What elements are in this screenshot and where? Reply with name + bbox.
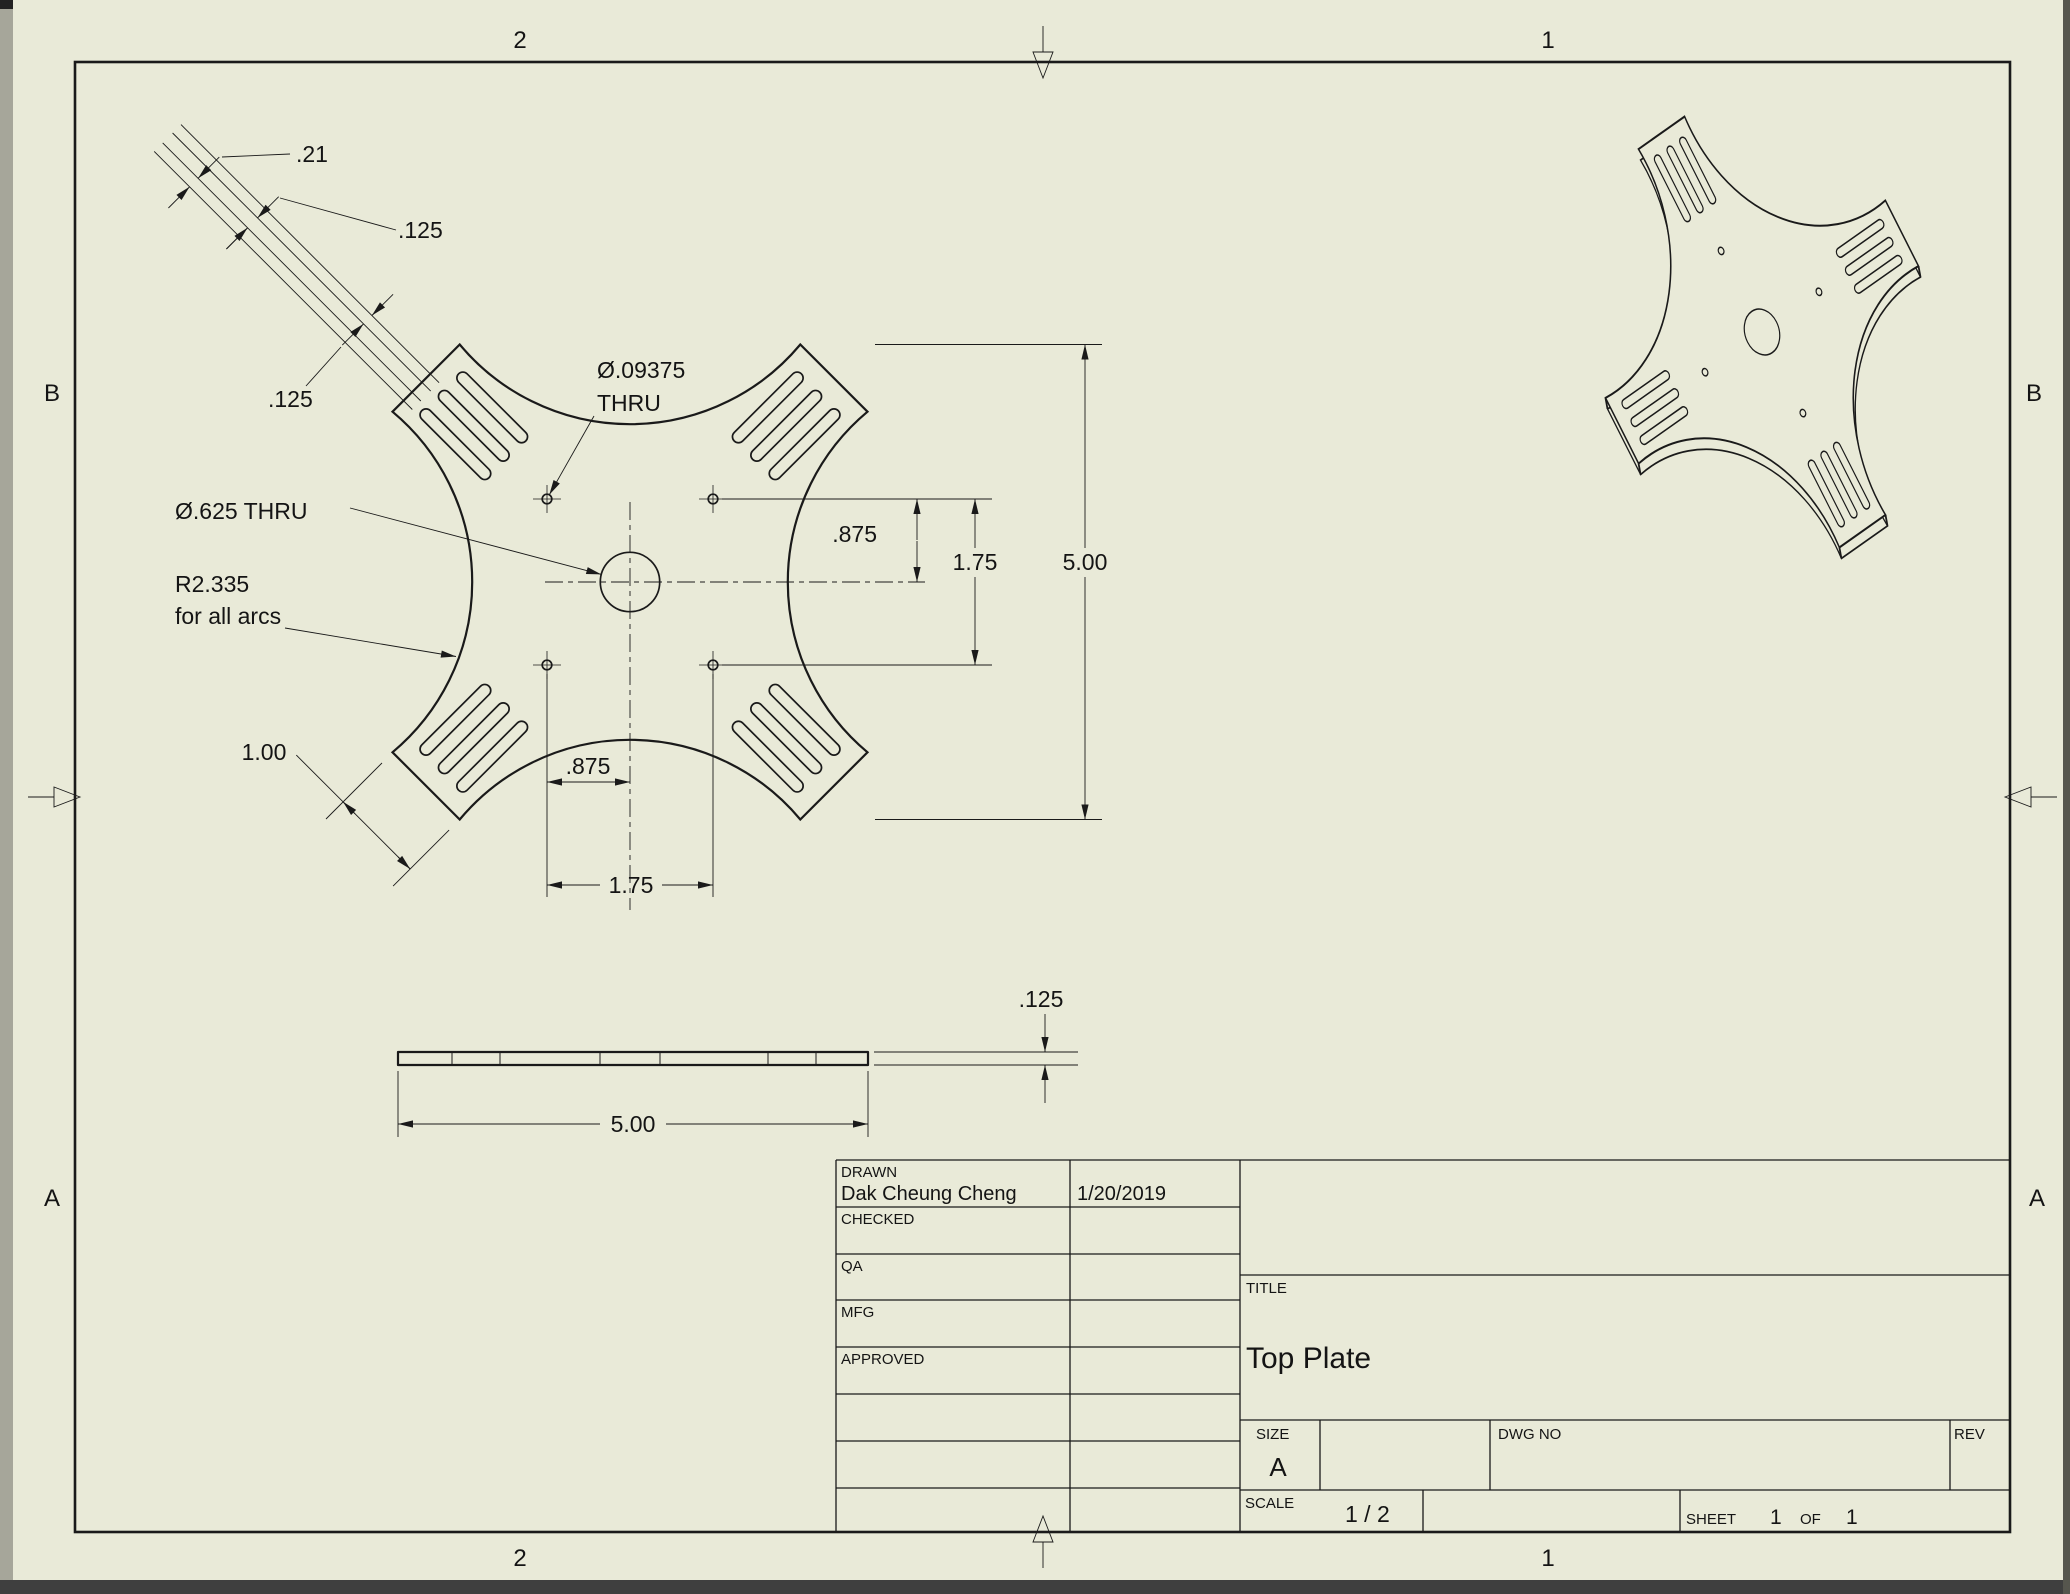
dim-slot-gap-1: .125 [398,217,443,243]
thickness-edge [1884,514,1889,527]
front-view-dimensions: .21 .125 .125 Ø.09375 THRU Ø.625 THRU R2… [153,124,1108,898]
center-mark-arrow-icon [2003,786,2032,808]
zone-label-bottom-2: 2 [513,1545,526,1572]
titleblock-scale-value: 1 / 2 [1345,1501,1390,1527]
titleblock-size-label: SIZE [1256,1426,1289,1443]
front-view [391,343,925,910]
zone-label-top-1: 1 [1541,27,1554,54]
dim-side-thickness: .125 [1019,986,1064,1012]
leader-line [305,346,342,387]
zone-label-bottom-1: 1 [1541,1545,1554,1572]
titleblock-drawn-date: 1/20/2019 [1077,1183,1166,1205]
zone-label-right-b: B [2026,380,2042,407]
extension-line [153,151,413,410]
dim-center-hole: Ø.625 THRU [175,498,308,524]
arrowhead [341,323,364,346]
dim-tip-face: 1.00 [242,739,287,765]
dim-arc-radius: R2.335 [175,571,249,597]
arrowhead [397,855,411,870]
titleblock-sheet-total: 1 [1846,1506,1858,1529]
extension-line [180,124,440,384]
extension-line [325,762,383,820]
center-mark-top [1032,26,1054,80]
titleblock-drawn-label: DRAWN [841,1164,897,1181]
center-mark-arrow-icon [1032,1514,1054,1543]
thickness-edge [1838,547,1843,559]
titleblock-drawn-name: Dak Cheung Cheng [841,1183,1017,1205]
arrowhead [197,156,220,179]
titleblock-title-label: TITLE [1246,1280,1287,1297]
titleblock-of-label: OF [1800,1511,1821,1528]
center-mark-arrow-icon [53,786,82,808]
zone-label-right-a: A [2029,1185,2045,1212]
dim-side-width: 5.00 [611,1111,656,1137]
zone-label-left-b: B [44,380,60,407]
titleblock-title: Top Plate [1246,1342,1371,1375]
arrowhead [168,186,190,209]
arrowhead [226,227,248,250]
isometric-view [1598,99,1928,576]
extension-line [392,829,450,887]
thickness-edge [1917,265,1922,278]
center-mark-bottom [1032,1514,1054,1568]
titleblock-mfg-label: MFG [841,1304,874,1321]
titleblock-qa-label: QA [841,1258,863,1275]
dim-overall-height: 5.00 [1063,549,1108,575]
dim-hole-pitch-y: 1.75 [953,549,998,575]
center-mark-right [2003,786,2057,808]
center-mark-left [28,786,82,808]
leader-line [548,415,595,496]
leader-line [279,197,397,231]
title-block: DRAWN Dak Cheung Cheng 1/20/2019 CHECKED… [835,1159,2010,1532]
dim-small-hole-dia: Ø.09375 [597,357,685,383]
border-frame: 2 1 2 1 B A B A [28,26,2057,1572]
dim-arc-radius-note: for all arcs [175,603,281,629]
zone-label-top-2: 2 [513,27,526,54]
side-view-outline [396,1050,870,1067]
leader-line [284,627,457,658]
dim-hole-offset-x: .875 [566,753,611,779]
arrowhead [257,196,280,219]
margin-left-strip [0,0,13,1594]
titleblock-sheet-label: SHEET [1686,1511,1736,1528]
titleblock-rev-label: REV [1954,1426,1985,1443]
margin-right-strip [2063,0,2070,1594]
extension-line [162,142,422,402]
dim-slot-width: .21 [296,141,328,167]
arrowhead [342,801,357,815]
margin-corner-dark [0,0,13,9]
side-view: 5.00 .125 [396,986,1078,1137]
titleblock-dwgno-label: DWG NO [1498,1426,1561,1443]
dim-small-hole-thru: THRU [597,390,661,416]
center-mark-arrow-icon [1032,51,1054,80]
dim-hole-pitch-x: 1.75 [609,872,654,898]
dim-slot-gap-2: .125 [268,386,313,412]
dim-hole-offset-y: .875 [832,521,877,547]
margin-bottom-strip [0,1580,2070,1594]
titleblock-checked-label: CHECKED [841,1211,915,1228]
titleblock-scale-label: SCALE [1245,1495,1294,1512]
sheet-border [73,60,2012,1534]
arrowhead [371,293,394,316]
extension-line [172,132,432,392]
thickness-edge [1637,463,1642,475]
zone-label-left-a: A [44,1185,60,1212]
side-view-feature-lines [451,1052,817,1065]
titleblock-approved-label: APPROVED [841,1351,925,1368]
titleblock-size-value: A [1269,1452,1287,1482]
leader-line [221,153,291,158]
titleblock-sheet-number: 1 [1770,1506,1782,1529]
leader-line [349,507,602,575]
